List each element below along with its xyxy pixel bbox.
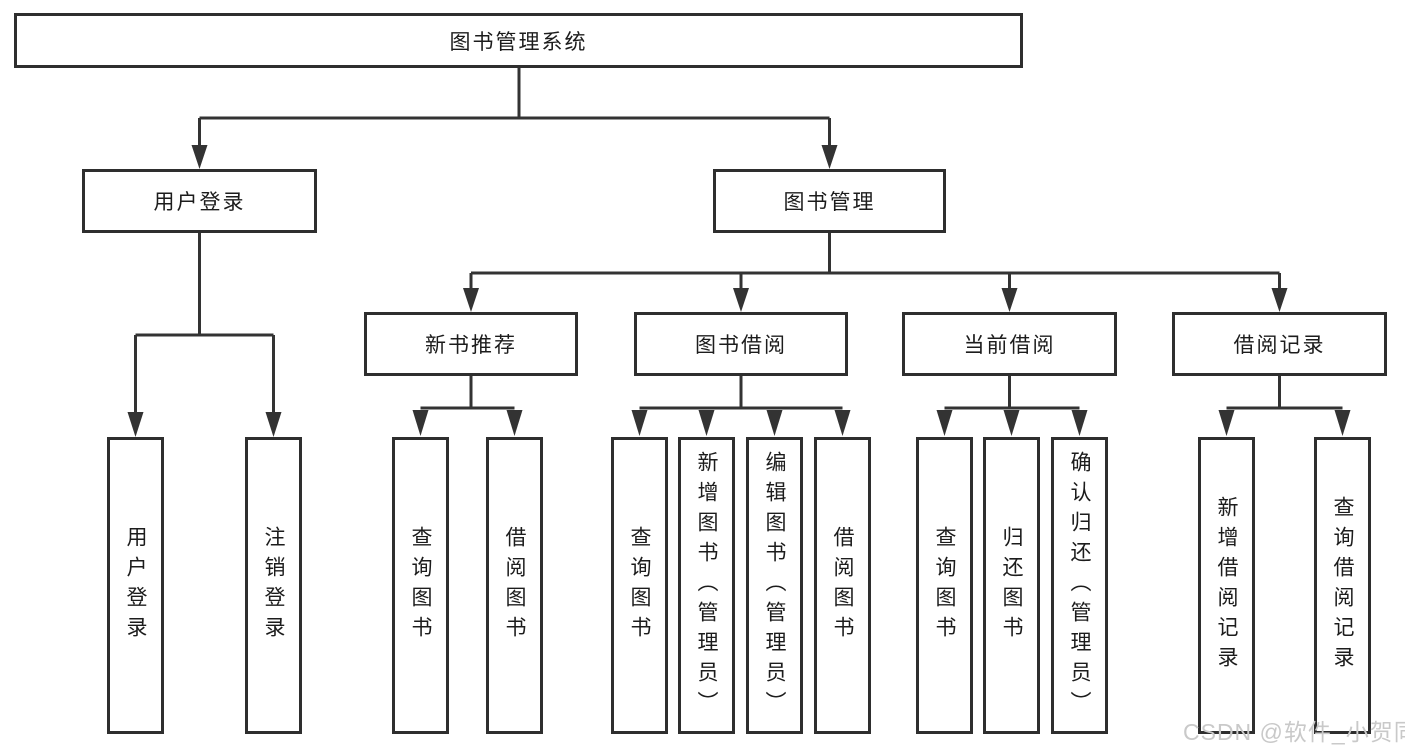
node-new-book-recommend: 新书推荐 — [364, 312, 578, 376]
node-label: 确认归还（管理员） — [1068, 450, 1091, 721]
leaf-query-books-2: 查询图书 — [611, 437, 668, 734]
node-label: 借阅图书 — [503, 525, 526, 646]
node-label: 查询图书 — [628, 525, 651, 646]
node-label: 当前借阅 — [963, 334, 1056, 357]
leaf-user-login: 用户登录 — [107, 437, 164, 734]
node-user-login-module: 用户登录 — [82, 169, 317, 233]
node-label: 新增借阅记录 — [1215, 495, 1238, 676]
node-borrow-records: 借阅记录 — [1172, 312, 1387, 376]
leaf-logout: 注销登录 — [245, 437, 302, 734]
node-label: 查询图书 — [409, 525, 432, 646]
node-label: 查询图书 — [933, 525, 956, 646]
node-label: 图书管理 — [783, 191, 876, 214]
leaf-query-borrow-record: 查询借阅记录 — [1314, 437, 1371, 734]
leaf-borrow-book-1: 借阅图书 — [486, 437, 543, 734]
leaf-edit-book-admin: 编辑图书（管理员） — [746, 437, 803, 734]
leaf-confirm-return-admin: 确认归还（管理员） — [1051, 437, 1108, 734]
arrowheads — [127, 145, 1351, 437]
node-label: 图书管理系统 — [449, 30, 588, 54]
node-book-management: 图书管理 — [713, 169, 946, 233]
node-root-library-system: 图书管理系统 — [14, 13, 1023, 68]
node-label: 查询借阅记录 — [1331, 495, 1354, 676]
leaf-query-books-1: 查询图书 — [392, 437, 449, 734]
csdn-watermark: CSDN @软件_小贺同学 — [1183, 719, 1405, 745]
node-label: 用户登录 — [124, 525, 147, 646]
node-label: 借阅记录 — [1233, 334, 1326, 357]
node-label: 新增图书（管理员） — [695, 450, 718, 721]
node-label: 新书推荐 — [425, 334, 517, 357]
leaf-add-borrow-record: 新增借阅记录 — [1198, 437, 1255, 734]
node-book-borrow: 图书借阅 — [634, 312, 848, 376]
node-label: 图书借阅 — [695, 334, 787, 357]
node-label: 归还图书 — [1000, 525, 1023, 646]
node-label: 编辑图书（管理员） — [763, 450, 786, 721]
node-label: 用户登录 — [153, 191, 246, 214]
node-label: 注销登录 — [262, 525, 285, 646]
leaf-query-books-3: 查询图书 — [916, 437, 973, 734]
node-label: 借阅图书 — [831, 525, 854, 646]
leaf-return-book: 归还图书 — [983, 437, 1040, 734]
node-current-borrow: 当前借阅 — [902, 312, 1117, 376]
leaf-add-book-admin: 新增图书（管理员） — [678, 437, 735, 734]
leaf-borrow-book-2: 借阅图书 — [814, 437, 871, 734]
